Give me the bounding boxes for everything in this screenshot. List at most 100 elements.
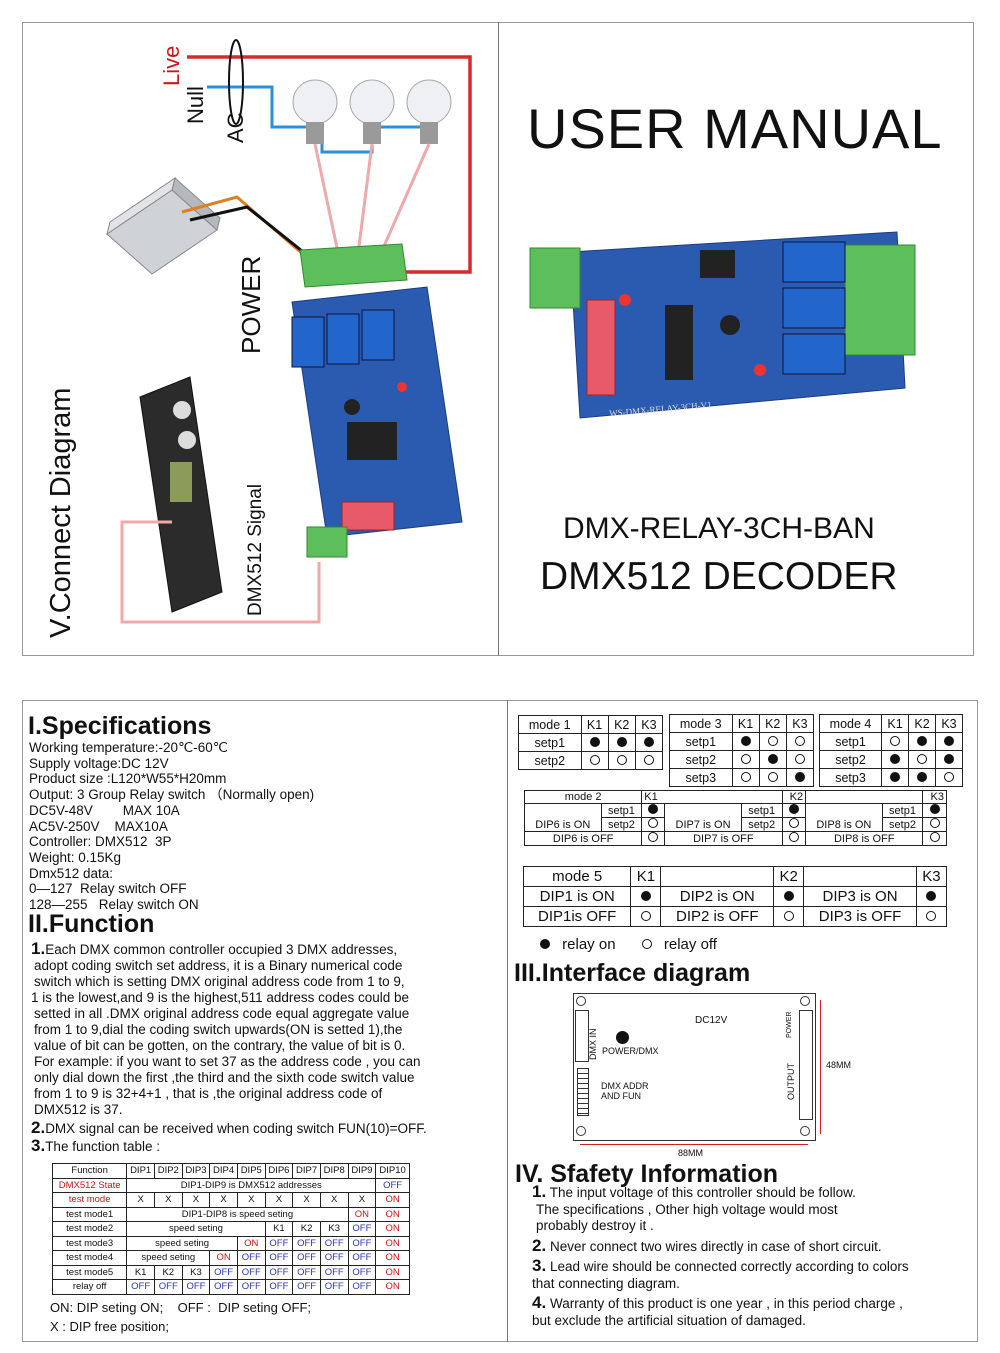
and-fun-label: AND FUN — [601, 1091, 641, 1101]
table-header: DIP5 — [236, 1163, 266, 1179]
spec-line: 128—255 Relay switch ON — [29, 897, 199, 913]
table-cell: OFF — [347, 1221, 377, 1237]
table-header: DIP8 — [319, 1163, 349, 1179]
table-cell: setp3 — [669, 768, 733, 787]
spec-line: Working temperature:-20℃-60℃ — [29, 740, 228, 755]
p1-line: For example: if you want to set 37 as th… — [34, 1054, 421, 1069]
dmx-in-connector — [575, 1010, 589, 1062]
connect-title: V.Connect Diagram — [45, 387, 77, 638]
table-header: mode 2 — [523, 790, 643, 804]
table-cell: OFF — [126, 1279, 155, 1295]
table-cell: OFF — [292, 1235, 321, 1251]
p1-line: setted in all .DMX original address code… — [34, 1006, 410, 1021]
table-header: mode 4 — [818, 714, 883, 733]
table-cell: test mode — [51, 1192, 128, 1208]
table-cell: OFF — [319, 1279, 349, 1295]
table-cell: setp2 — [881, 817, 924, 832]
table-row: test mode5 K1 K2 K3 OFF OFF OFF OFF OFF … — [51, 1264, 410, 1280]
interface-board — [573, 993, 816, 1141]
table-cell: DIP8 is OFF — [805, 831, 924, 846]
safety-text: The input voltage of this controller sho… — [549, 1185, 856, 1200]
table-cell: K3 — [181, 1264, 211, 1280]
spec-line: Weight: 0.15Kg — [29, 849, 122, 865]
relay-on-icon — [788, 804, 799, 814]
relay-off-icon — [589, 754, 600, 765]
table-header: DIP7 — [292, 1163, 321, 1179]
table-cell: ON — [236, 1235, 266, 1251]
table-header: DIP9 — [347, 1163, 377, 1179]
safety-title: IV. Sfafety Information — [515, 1160, 779, 1188]
power-dmx-label: POWER/DMX — [602, 1046, 659, 1056]
product-photo — [529, 231, 916, 419]
wiring-diagram — [106, 39, 472, 624]
p1-line: 1 is the lowest,and 9 is the highest,511… — [31, 990, 409, 1005]
legend-line-2: X : DIP free position; — [50, 1319, 169, 1334]
table-cell: K1 — [126, 1264, 155, 1280]
manual-panel — [22, 700, 978, 1342]
table-cell: setp2 — [518, 751, 582, 770]
output-label: OUTPUT — [786, 1063, 796, 1100]
table-cell: speed seting — [126, 1250, 211, 1266]
table-header: K3 — [634, 715, 664, 734]
table-row: test mode4 speed seting ON OFF OFF OFF O… — [51, 1250, 410, 1266]
table-header: K1 — [881, 714, 910, 733]
safety-text: Lead wire should be connected correctly … — [549, 1259, 909, 1274]
table-cell: setp1 — [669, 732, 733, 751]
table-cell: setp1 — [600, 803, 643, 818]
p1-line: switch which is setting DMX original add… — [34, 974, 405, 989]
table-row: relay off OFF OFF OFF OFF OFF OFF OFF OF… — [51, 1279, 410, 1295]
dmx-controller — [139, 376, 223, 613]
relay-off-icon — [643, 754, 654, 765]
relay-on-icon — [890, 753, 901, 764]
power-label: POWER — [236, 255, 266, 354]
table-cell: X — [153, 1192, 183, 1208]
table-header: K2 — [758, 714, 787, 733]
table-cell: setp1 — [881, 803, 924, 818]
relay-off-icon — [740, 753, 751, 764]
table-cell: test mode4 — [51, 1250, 128, 1266]
table-cell: setp2 — [600, 817, 643, 832]
relay-on-icon — [890, 771, 901, 782]
p1-number: 1. — [31, 939, 46, 958]
safety-text: Warranty of this product is one year , i… — [549, 1296, 903, 1311]
safety-text: but exclude the artificial situation of … — [532, 1312, 806, 1328]
relay-off-icon — [926, 911, 937, 921]
table-cell: DIP1-DIP9 is DMX512 addresses — [126, 1177, 377, 1193]
table-row: test mode3 speed seting ON OFF OFF OFF O… — [51, 1235, 410, 1251]
table-cell: test mode5 — [51, 1264, 128, 1280]
table-cell: test mode2 — [51, 1221, 128, 1237]
table-cell: ON — [375, 1250, 410, 1266]
table-cell: setp3 — [818, 768, 883, 787]
spec-line: 0—127 Relay switch OFF — [29, 881, 187, 897]
table-cell: ON — [375, 1279, 410, 1295]
table-cell: OFF — [153, 1279, 183, 1295]
relay-on-icon — [944, 735, 954, 746]
safety-list: 1. The input voltage of this controller … — [532, 1183, 972, 1329]
table-row: test mode X X X X X X X X X ON — [51, 1192, 410, 1208]
table-header: K3 — [915, 866, 948, 887]
relay-off-icon — [648, 818, 659, 828]
spec-title: I.Specifications — [28, 712, 212, 740]
p3-number: 3. — [31, 1136, 46, 1155]
dip-switch — [577, 1068, 589, 1116]
width-label: 88MM — [678, 1148, 704, 1158]
table-cell: OFF — [209, 1264, 238, 1280]
table-header: DIP4 — [209, 1163, 238, 1179]
relay-on-icon — [794, 771, 805, 782]
table-cell: setp2 — [818, 750, 883, 769]
table-cell: OFF — [236, 1250, 266, 1266]
relay-on-icon — [929, 804, 940, 814]
table-cell: ON — [375, 1264, 410, 1280]
relay-off-icon — [944, 771, 954, 782]
power-supply — [106, 176, 221, 275]
table-header: K2 — [773, 866, 805, 887]
p1-line: only dial down the first ,the third and … — [34, 1070, 415, 1085]
null-label: Null — [183, 86, 208, 124]
p1-line: DMX512 is 37. — [34, 1102, 123, 1117]
table-cell: DIP3 is OFF — [803, 906, 917, 927]
table-cell: ON — [375, 1221, 410, 1237]
table-header: Function — [51, 1163, 128, 1179]
